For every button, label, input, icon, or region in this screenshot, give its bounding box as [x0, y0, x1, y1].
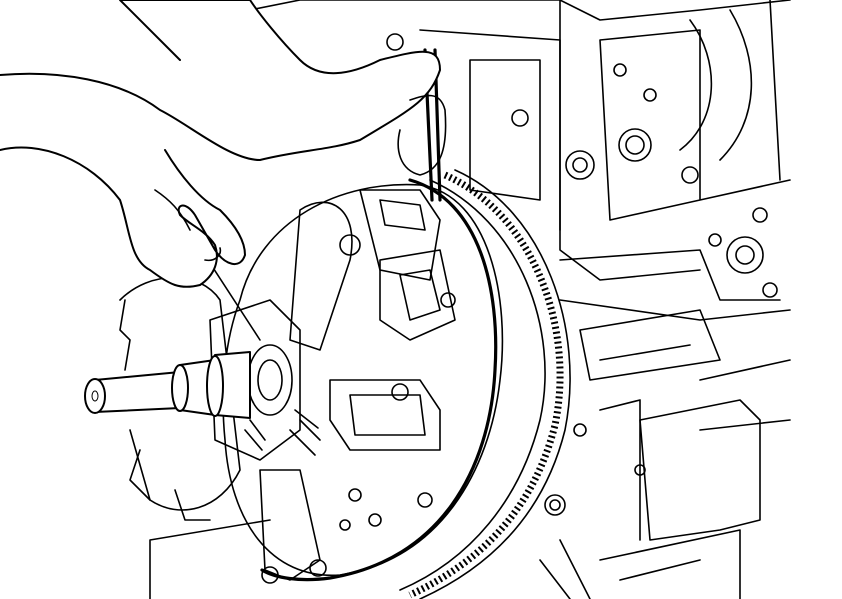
engine-block	[149, 0, 791, 599]
clutch-disc	[119, 276, 301, 521]
alignment-tool-shaft	[84, 351, 251, 419]
clutch-pressure-plate	[222, 178, 504, 584]
flywheel-ring-gear	[399, 169, 571, 599]
hands	[0, 0, 447, 288]
